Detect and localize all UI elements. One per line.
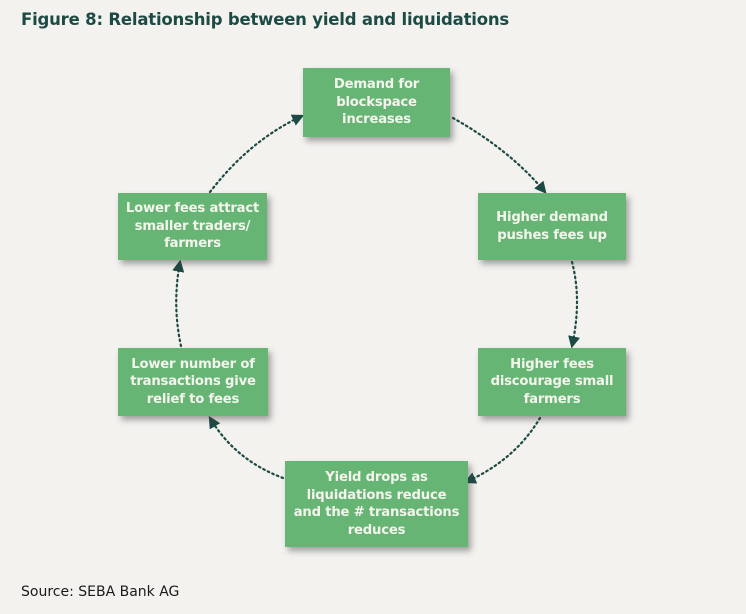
edge-n4-n5 bbox=[208, 415, 285, 480]
node-yield-drops: Yield drops as liquidations reduce and t… bbox=[285, 461, 468, 547]
node-fees-up: Higher demand pushes fees up bbox=[478, 193, 626, 260]
source-note: Source: SEBA Bank AG bbox=[21, 584, 180, 600]
edge-n5-n6 bbox=[172, 259, 185, 348]
node-attract-traders: Lower fees attract smaller traders/ farm… bbox=[118, 193, 267, 260]
edge-n6-n1 bbox=[208, 114, 305, 194]
edge-n2-n3 bbox=[568, 260, 580, 349]
figure-title: Figure 8: Relationship between yield and… bbox=[21, 10, 510, 29]
node-relief-to-fees: Lower number of transactions give relief… bbox=[118, 348, 268, 416]
edge-n1-n2 bbox=[451, 116, 547, 194]
node-discourage-farmers: Higher fees discourage small farmers bbox=[478, 348, 626, 416]
node-demand-increases: Demand for blockspace increases bbox=[303, 68, 450, 137]
edge-n3-n4 bbox=[463, 416, 542, 484]
